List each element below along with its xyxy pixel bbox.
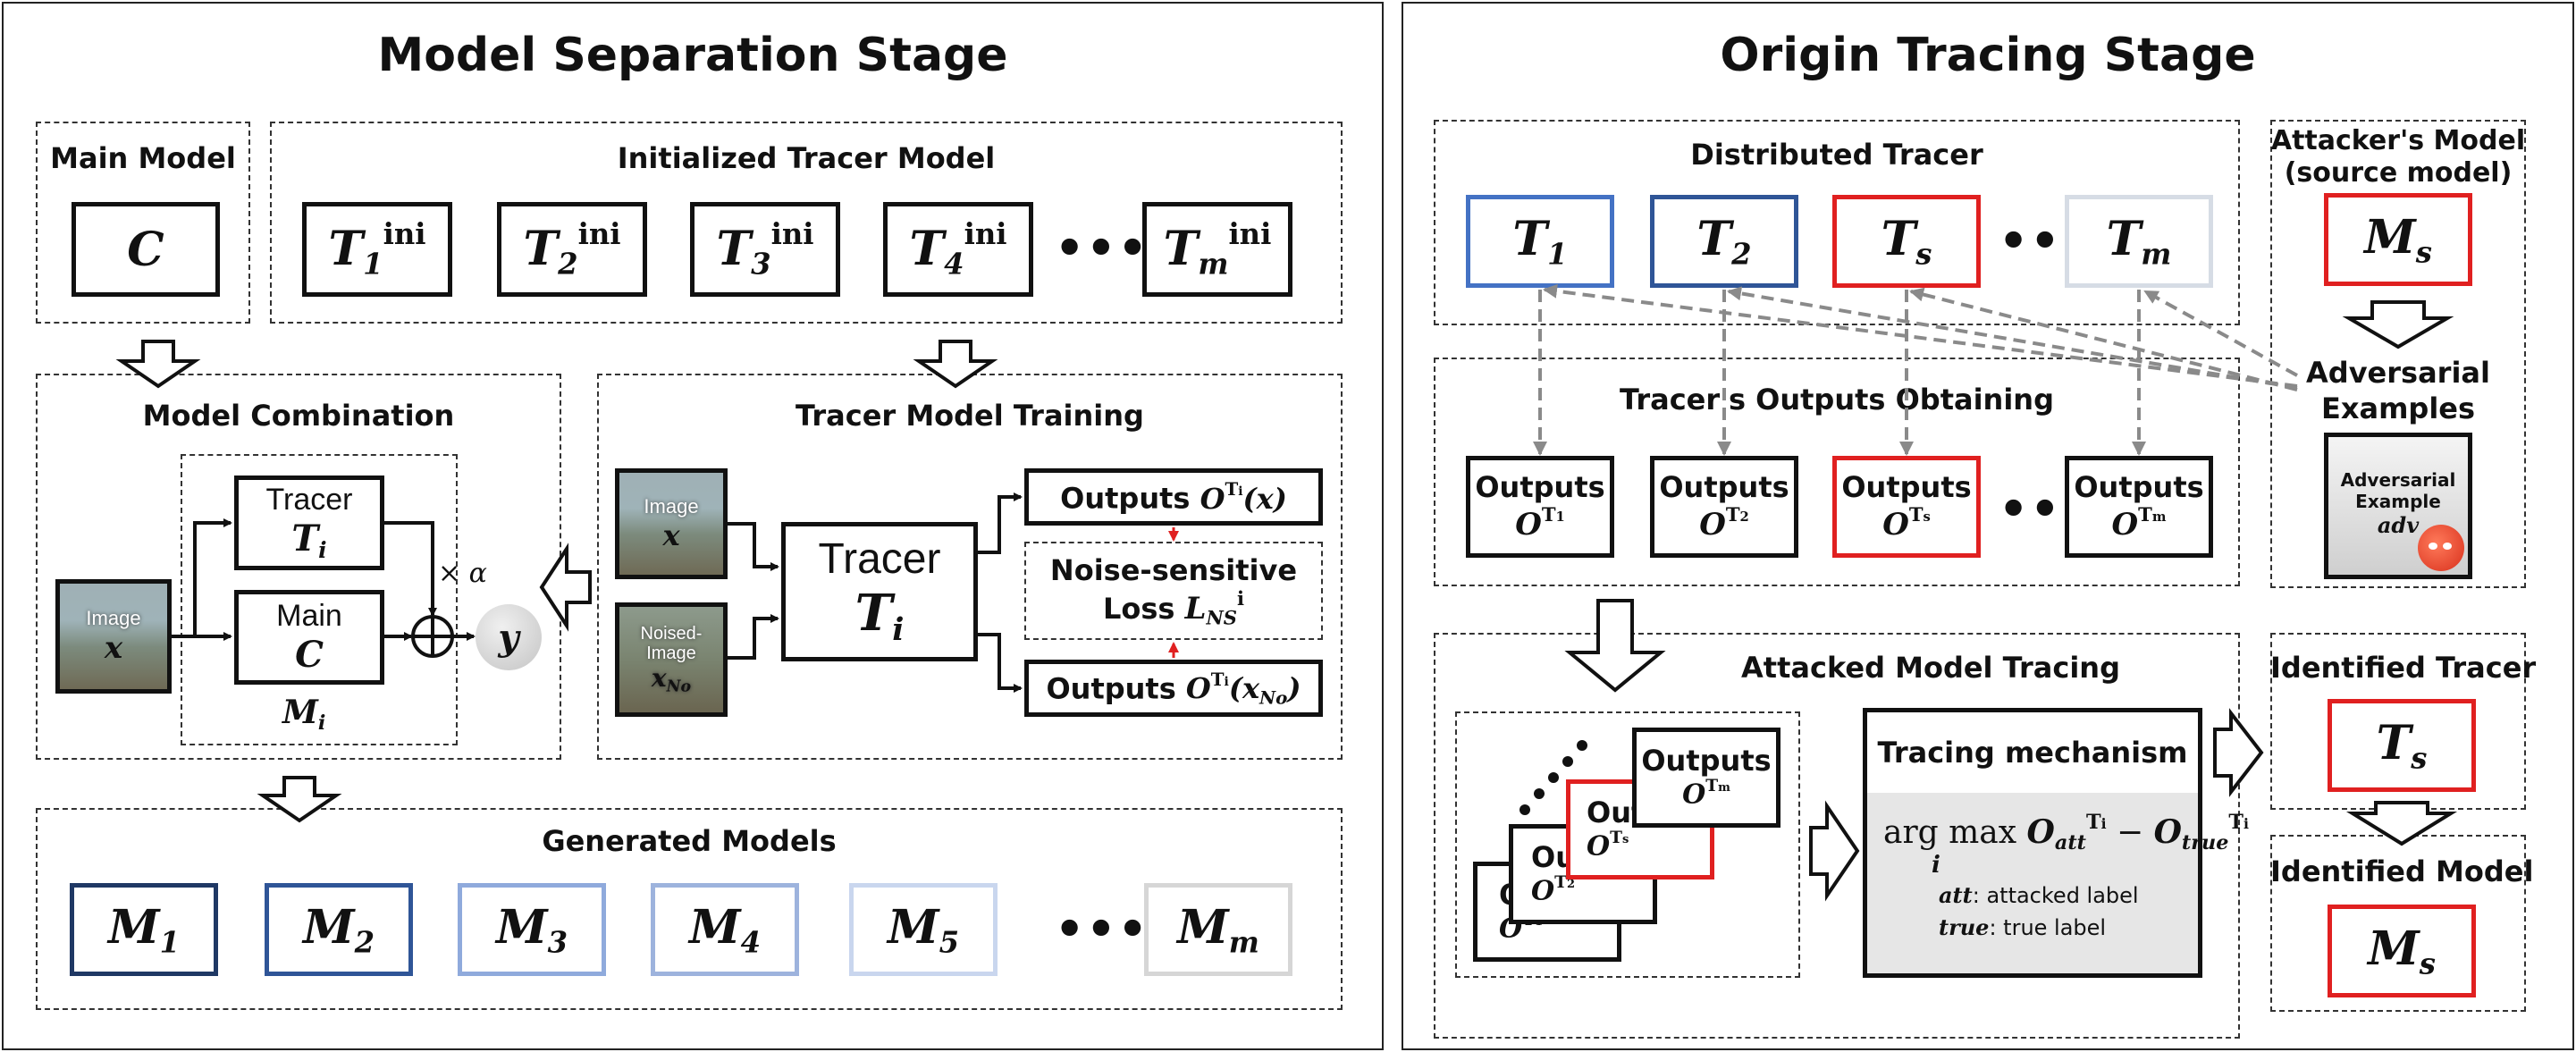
stack-ellipsis [1520, 740, 1587, 815]
identified-tracer-box: Ts [2328, 699, 2476, 792]
tracing-formula-area: arg max OattTi − OtrueTi i att: attacked… [1867, 793, 2249, 973]
attacker-model-label-2: (source model) [2284, 157, 2513, 189]
arrow-down-outputs-to-tracing [1564, 599, 1666, 693]
main-model-label: Main Model [50, 141, 236, 175]
outputs-obtaining-group [1434, 358, 2240, 586]
generated-model-m: Mm [1144, 883, 1292, 976]
outputs-clean-box: Outputs OTi(x) [1024, 468, 1323, 526]
conn-tracer-to-sum [384, 521, 437, 617]
tracer-training-box: Tracer Ti [781, 522, 978, 661]
arrow-right-mechanism-to-identified [2213, 708, 2264, 797]
generated-model-5: M5 [849, 883, 998, 976]
tracer-ini-1: T1ini [302, 202, 452, 297]
tracing-formula: arg max OattTi − OtrueTi [1883, 811, 2249, 855]
tracer-1: T1 [1466, 195, 1614, 288]
conn-adv-to-tracer2 [1727, 286, 2298, 390]
adversarial-examples-label-1: Adversarial [2306, 356, 2490, 390]
model-separation-title: Model Separation Stage [377, 29, 1008, 82]
conn-image-to-tracer [172, 518, 232, 638]
devil-icon [2418, 525, 2464, 571]
main-model-symbol: C [127, 222, 164, 277]
main-component-box: Main C [234, 590, 384, 685]
tracer-output-1: Outputs OT1 [1466, 456, 1614, 558]
conn-adv-to-tracerm [2143, 290, 2298, 377]
model-separation-panel [2, 2, 1384, 1050]
attacked-tracing-label: Attacked Model Tracing [1741, 651, 2120, 685]
tracer-2: T2 [1650, 195, 1798, 288]
identified-model-label: Identified Model [2270, 854, 2534, 888]
attacker-model-box: Ms [2324, 193, 2472, 286]
noised-image: Noised-Image xNo [615, 602, 728, 717]
tracer-s: Ts [1832, 195, 1981, 288]
distributed-tracer-group [1434, 120, 2240, 325]
tracer-ini-4: T4ini [883, 202, 1033, 297]
tracer-component-box: Tracer Ti [234, 476, 384, 570]
initialized-tracer-label: Initialized Tracer Model [617, 141, 996, 175]
arrow-left-training-to-combination [539, 543, 592, 632]
tracing-mechanism-title: Tracing mechanism [1877, 736, 2188, 770]
combined-model-symbol: Mi [282, 694, 326, 736]
arrow-down-combination-to-generated [257, 776, 342, 823]
argmax-subscript: i [1932, 852, 1940, 879]
conn-adv-to-tracers [1909, 287, 2298, 391]
outputs-noised-box: Outputs OTi(xNo) [1024, 660, 1323, 717]
tracing-mechanism-box: Tracing mechanism arg max OattTi − Otrue… [1863, 708, 2249, 978]
tracer-ini-m: Tmini [1142, 202, 1292, 297]
outputs-stack-group [1455, 711, 1800, 978]
adversarial-examples-label-2: Examples [2320, 391, 2476, 425]
generated-model-3: M3 [458, 883, 606, 976]
generated-model-2: M2 [265, 883, 413, 976]
identified-tracer-label: Identified Tracer [2270, 651, 2537, 685]
arrow-down-tracer-to-training [913, 340, 998, 389]
alpha-label: × α [438, 558, 487, 589]
attacker-model-group [2270, 120, 2526, 588]
tracer-ini-3: T3ini [690, 202, 840, 297]
tracer-training-label: Tracer Model Training [796, 399, 1144, 433]
tracer-output-s: Outputs OTs [1832, 456, 1981, 558]
arrow-down-main-to-combination [115, 340, 201, 389]
stack-output-m: Outputs OTm [1632, 728, 1780, 828]
distributed-tracer-label: Distributed Tracer [1690, 138, 1983, 172]
input-image: Image x [55, 579, 172, 694]
combined-model-boundary [181, 454, 458, 745]
legend-true: true: true label [1939, 914, 2107, 940]
generated-model-1: M1 [70, 883, 218, 976]
conn-tracer-to-output-noised [978, 633, 1023, 693]
arrow-down-attacker-to-adversarial [2342, 300, 2454, 349]
attacked-tracing-group [1434, 633, 2240, 1039]
model-combination-label: Model Combination [142, 399, 455, 433]
outputs-obtaining-label: Tracer's Outputs Obtaining [1620, 383, 2054, 417]
identified-model-box: Ms [2328, 905, 2476, 997]
adversarial-example-card: Adversarial Example adv [2324, 433, 2472, 579]
origin-tracing-panel [1402, 2, 2574, 1050]
tracer-ini-2: T2ini [497, 202, 647, 297]
training-image: Image x [615, 468, 728, 579]
initialized-tracer-group [270, 122, 1343, 324]
conn-noised-to-tracer-training [728, 614, 779, 660]
arrow-right-stack-to-mechanism [1809, 800, 1860, 902]
main-model-box: C [72, 202, 220, 297]
generated-model-4: M4 [651, 883, 799, 976]
main-model-group [36, 122, 250, 324]
conn-tracer-to-output-clean [978, 492, 1023, 554]
tracer-ini-ellipsis: ••• [1055, 222, 1149, 275]
generated-models-group [36, 808, 1343, 1010]
generated-models-label: Generated Models [542, 824, 837, 858]
noise-sensitive-loss-box: Noise-sensitive Loss LNSi [1024, 542, 1323, 640]
arrow-down-tracer-to-model [2345, 801, 2458, 846]
conn-image-to-tracer-training [728, 522, 779, 571]
tracer-output-2: Outputs OT2 [1650, 456, 1798, 558]
output-y-node: y [476, 604, 542, 670]
tracer-m: Tm [2065, 195, 2213, 288]
generated-models-ellipsis: ••• [1055, 903, 1149, 956]
tracer-output-m: Outputs OTm [2065, 456, 2213, 558]
attacker-model-label-1: Attacker's Model [2270, 125, 2526, 156]
conn-adv-to-tracer1 [1543, 283, 2298, 388]
origin-tracing-title: Origin Tracing Stage [1720, 29, 2256, 82]
legend-att: att: attacked label [1939, 882, 2139, 908]
